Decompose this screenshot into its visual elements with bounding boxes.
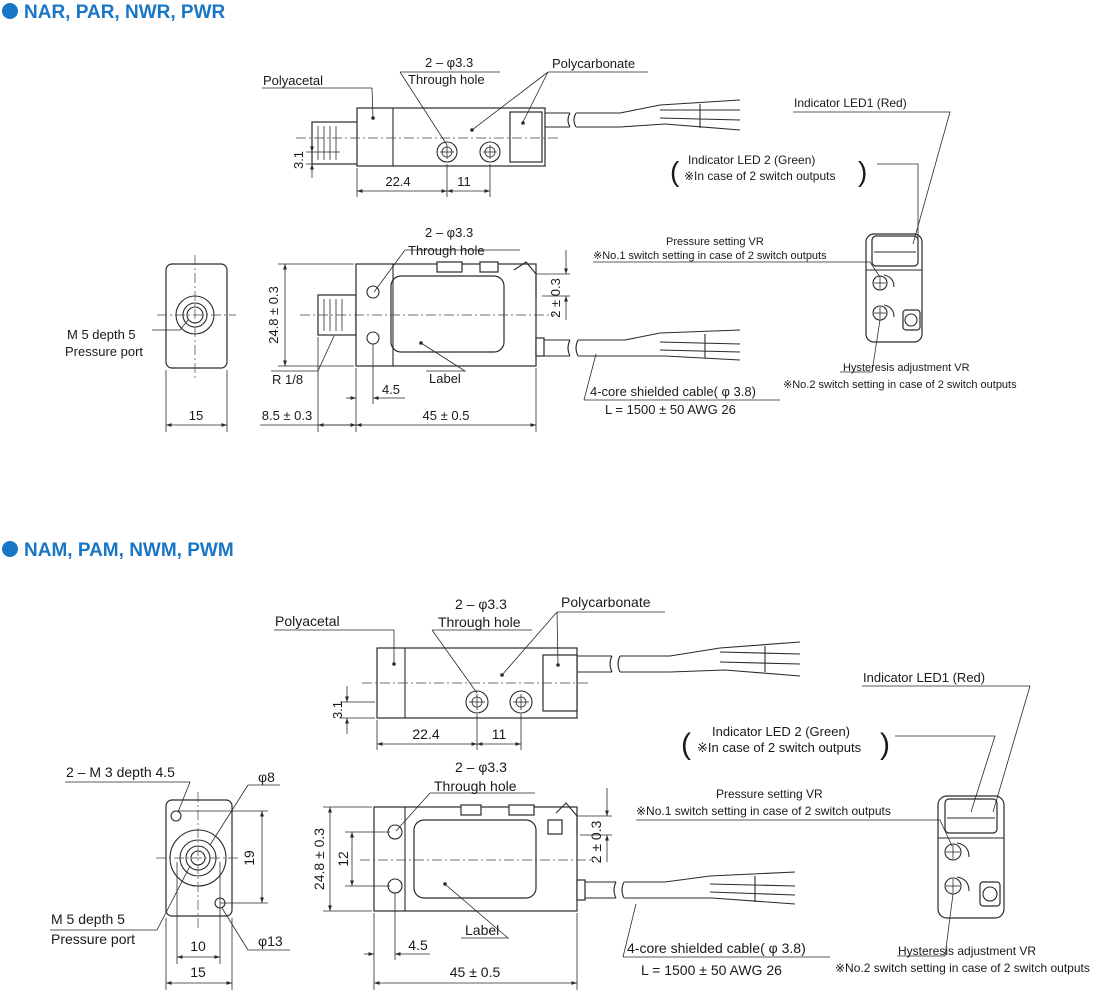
section-title-r: NAR, PAR, NWR, PWR (2, 2, 225, 24)
m-m3-depth-label: 2 – M 3 depth 4.5 (66, 764, 175, 780)
r-m5-depth-label: M 5 depth 5 (67, 327, 136, 342)
m-cable-label: 4-core shielded cable( φ 3.8) (627, 940, 806, 956)
m-phi13-label: φ13 (258, 933, 283, 949)
r-cable-length: L = 1500 ± 50 AWG 26 (605, 402, 736, 417)
m-hyst-vr-note: ※No.2 switch setting in case of 2 switch… (835, 961, 1090, 975)
m-paren-left: ( (681, 728, 691, 761)
m-polyacetal-label: Polyacetal (275, 613, 340, 629)
r-dim-11: 11 (457, 174, 471, 189)
r-led1-label: Indicator LED1 (Red) (794, 96, 907, 110)
r-dim-4-5: 4.5 (382, 382, 400, 397)
m-led2-note: ※In case of 2 switch outputs (697, 740, 862, 755)
m-dim-45: 45 ± 0.5 (450, 964, 501, 980)
m-pressure-vr-label: Pressure setting VR (716, 787, 823, 801)
r-led2-label: Indicator LED 2 (Green) (688, 153, 815, 167)
r-polycarbonate-label: Polycarbonate (552, 56, 635, 71)
m-m5-depth-label: M 5 depth 5 (51, 911, 125, 927)
bullet-dot-icon (2, 541, 18, 557)
r-dim-2: 2 ± 0.3 (548, 278, 563, 318)
m-polycarbonate-label: Polycarbonate (561, 594, 651, 610)
m-led2-label: Indicator LED 2 (Green) (712, 724, 850, 739)
r-pressure-vr-note: ※No.1 switch setting in case of 2 switch… (593, 250, 827, 262)
r-through-hole-count: 2 – φ3.3 (425, 55, 473, 70)
r-end-view (157, 255, 236, 378)
r-through-hole-label-2: Through hole (408, 243, 485, 258)
r-paren-left: ( (670, 156, 680, 187)
bullet-dot-icon (2, 3, 18, 19)
r-r18-label: R 1/8 (272, 372, 303, 387)
r-hyst-vr-label: Hysteresis adjustment VR (843, 362, 970, 374)
m-through-hole-count-2: 2 – φ3.3 (455, 759, 507, 775)
r-cable-label: 4-core shielded cable( φ 3.8) (590, 384, 756, 399)
r-dim-8-5: 8.5 ± 0.3 (262, 408, 313, 423)
m-phi8-label: φ8 (258, 769, 275, 785)
r-dim-24-8: 24.8 ± 0.3 (266, 286, 281, 344)
m-through-hole-count: 2 – φ3.3 (455, 596, 507, 612)
m-top-view (362, 641, 801, 719)
r-label-label: Label (429, 371, 461, 386)
m-pressure-vr-note: ※No.1 switch setting in case of 2 switch… (636, 804, 891, 818)
section-title-m: NAM, PAM, NWM, PWM (2, 540, 234, 562)
r-top-view (296, 99, 741, 167)
r-dim-3-1: 3.1 (291, 151, 306, 169)
m-dim-2: 2 ± 0.3 (588, 820, 604, 863)
r-front-view (300, 261, 741, 367)
m-dim-24-8: 24.8 ± 0.3 (311, 828, 327, 890)
r-dim-45: 45 ± 0.5 (423, 408, 470, 423)
m-hyst-vr-label: Hysteresis adjustment VR (898, 944, 1036, 958)
r-pressure-vr-label: Pressure setting VR (666, 236, 764, 248)
r-pressure-port-label: Pressure port (65, 344, 143, 359)
m-back-view (937, 795, 1005, 919)
r-back-view (865, 233, 923, 343)
r-hyst-vr-note: ※No.2 switch setting in case of 2 switch… (783, 379, 1017, 391)
m-dim-19: 19 (241, 850, 257, 866)
r-paren-right: ) (858, 156, 867, 187)
m-through-hole-label: Through hole (438, 614, 521, 630)
m-dim-10: 10 (190, 938, 206, 954)
m-cable-length: L = 1500 ± 50 AWG 26 (641, 962, 782, 978)
r-through-hole-count-2: 2 – φ3.3 (425, 225, 473, 240)
m-dim-15: 15 (190, 964, 206, 980)
r-dim-15: 15 (189, 408, 203, 423)
m-through-hole-label-2: Through hole (434, 778, 517, 794)
m-paren-right: ) (880, 728, 890, 761)
r-dim-22-4: 22.4 (385, 174, 410, 189)
m-dim-11: 11 (492, 726, 507, 742)
section-m-drawing: Polyacetal 2 – φ3.3 Through hole Polycar… (50, 594, 1090, 990)
m-led1-label: Indicator LED1 (Red) (863, 670, 985, 685)
m-dim-3-1: 3.1 (330, 701, 345, 719)
r-led2-note: ※In case of 2 switch outputs (684, 169, 835, 183)
m-dim-22-4: 22.4 (412, 726, 439, 742)
section-r-drawing: Polyacetal 2 – φ3.3 Through hole Polycar… (65, 55, 1017, 432)
m-pressure-port-label: Pressure port (51, 931, 135, 947)
r-polyacetal-label: Polyacetal (263, 73, 323, 88)
m-label-label: Label (465, 922, 499, 938)
m-dim-12: 12 (335, 851, 351, 867)
m-front-view (360, 802, 796, 912)
r-through-hole-label: Through hole (408, 72, 485, 87)
m-dim-4-5: 4.5 (408, 937, 428, 953)
m-end-view (156, 792, 240, 930)
